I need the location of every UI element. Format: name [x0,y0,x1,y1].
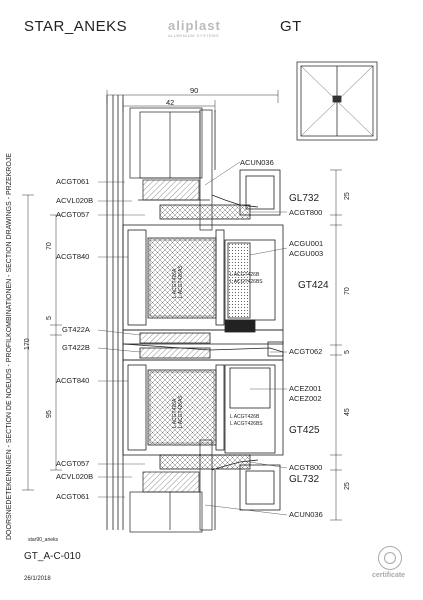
label-acgt057-top: ACGT057 [56,210,90,219]
label-gt422b: GT422B [62,343,90,352]
label-acvl020b-bot: ACVL020B [56,472,94,481]
drawing-date: 26/1/2018 [24,576,51,582]
label-acgt800-top: ACGT800 [289,208,323,217]
upper-glazing [129,107,213,231]
dim-left-upper: 70 [46,242,53,250]
label-gt424: GT424 [298,280,329,291]
dim-right-25b: 25 [344,482,351,490]
certificate-stamp-inner-icon [384,552,396,564]
label-acgu001: ACGU001 [289,239,324,248]
window-thumbnail [296,61,378,141]
lower-sash [122,359,284,456]
label-acgu003: ACGU003 [289,249,324,258]
dim-right-25a: 25 [344,192,351,200]
label-gt425: GT425 [289,425,320,436]
label-acgt426b-bot: L ACGT426B [230,414,260,420]
label-acgt062: ACGT062 [289,347,323,356]
label-gl732-bot: GL732 [289,474,320,485]
label-acgt840-top: ACGT840 [56,252,90,261]
dim-left-mid: 5 [46,316,53,320]
file-name: star90_aneks [28,537,59,543]
outer-frame [106,95,216,530]
label-acez001: ACEZ001 [289,384,322,393]
dim-left-lower: 95 [46,410,53,418]
label-acun036-bot: ACUN036 [289,510,323,519]
label-acvl020b-top: ACVL020B [56,196,94,205]
dim-right-45: 45 [344,408,351,416]
label-acgt057-bot: ACGT057 [56,459,90,468]
label-acun036-top: ACUN036 [240,158,274,167]
label-acgt061-bot: ACGT061 [56,492,90,501]
dim-right-70: 70 [344,287,351,295]
label-acez002: ACEZ002 [289,394,322,403]
brand-logo: aliplast [168,18,221,33]
label-acgt426b-top: L ACGT426B [230,272,260,278]
leaders-right [204,161,288,516]
label-acgt426bs-top: L ACGT426BS [230,279,263,285]
dim-right [330,169,342,521]
transom [122,329,284,361]
profile-gl732-top [159,169,281,220]
brand-logo-sub: ALUMINIUM SYSTEMS [168,33,220,38]
certificate-stamp-icon [378,546,402,570]
lower-glazing-strip [159,454,259,471]
label-acgt800-bot: ACGT800 [289,463,323,472]
label-acgt426as-top: L ACGT426AS [178,265,184,298]
lower-glazing [129,439,213,533]
certificate-stamp-text: certificate [372,572,406,579]
drawing-title: STAR_ANEKS [24,18,128,35]
dim-inner-width: 42 [166,98,175,107]
dim-top-width: 90 [190,86,199,95]
leaders-left [97,181,145,498]
label-acgt061-top: ACGT061 [56,177,90,186]
label-gt422a: GT422A [62,325,90,334]
label-acgt426bs-bot: L ACGT426BS [230,421,263,427]
profile-gl732-bottom [239,464,281,511]
dim-right-5: 5 [344,350,351,354]
label-acgt426as-bot: L ACGT426AS [178,395,184,428]
label-gl732-top: GL732 [289,193,320,204]
label-acgt840-bot: ACGT840 [56,376,90,385]
dim-left-total: 170 [24,338,31,350]
drawing-code: GT_A-C-010 [24,551,81,562]
dim-left [22,194,62,491]
series-code: GT [280,18,302,35]
